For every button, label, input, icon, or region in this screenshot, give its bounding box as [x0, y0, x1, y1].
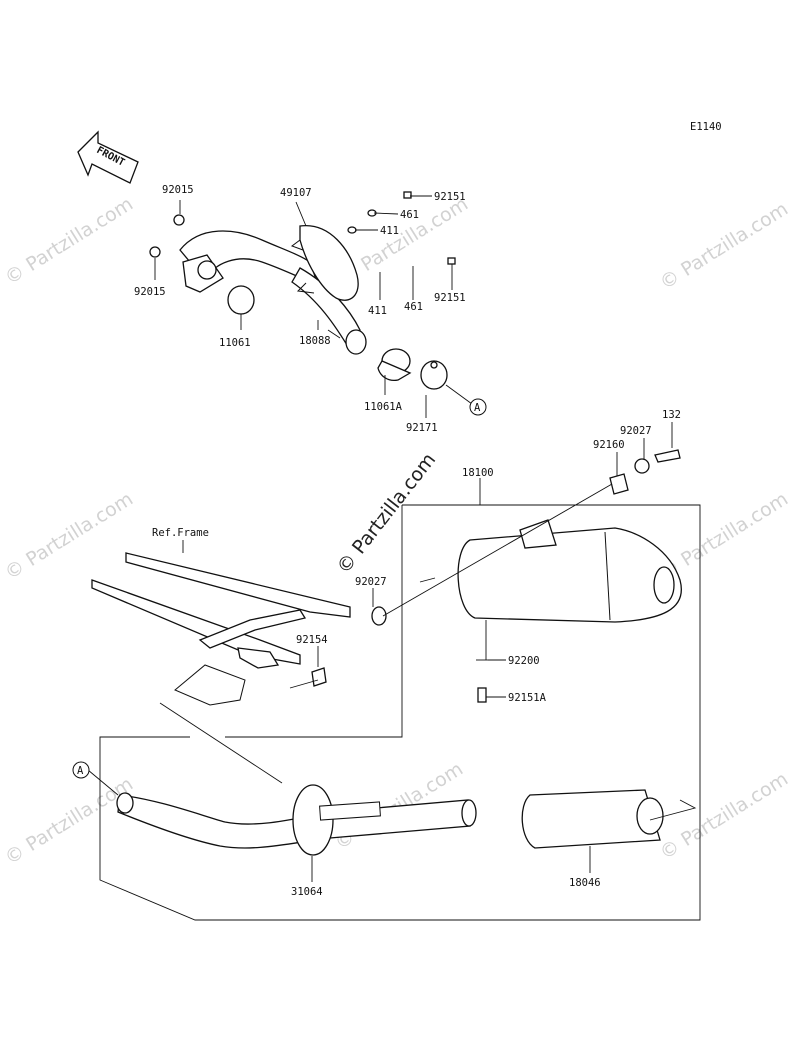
clamp-92171 — [420, 360, 448, 390]
label-ref-frame: Ref.Frame — [152, 527, 209, 539]
label-92015: 92015 — [162, 184, 194, 196]
watermark: © Partzilla.com — [1, 193, 137, 289]
fasteners-mid — [311, 449, 681, 703]
assembly-outline — [225, 505, 403, 738]
watermark: © Partzilla.com — [1, 488, 137, 584]
label-92151: 92151 — [434, 191, 466, 203]
label-132: 132 — [662, 409, 681, 421]
label-411: 411 — [380, 225, 399, 237]
nut-92015 — [173, 214, 185, 226]
part-labels: 92015 92015 11061 49107 92151 461 411 41… — [134, 184, 681, 898]
leaders — [87, 195, 697, 882]
label-11061A: 11061A — [364, 401, 403, 413]
label-461: 461 — [404, 301, 423, 313]
frame-ref — [91, 552, 351, 706]
watermark: © Partzilla.com — [656, 768, 792, 864]
label-92154: 92154 — [296, 634, 328, 646]
silencer-body-18046 — [521, 789, 664, 849]
watermark: © Partzilla.com — [656, 198, 792, 294]
label-31064: 31064 — [291, 886, 323, 898]
watermark: © Partzilla.com — [1, 773, 137, 869]
heat-shield-49107 — [299, 225, 359, 301]
label-18046: 18046 — [569, 877, 601, 889]
label-49107: 49107 — [280, 187, 312, 199]
label-92027: 92027 — [355, 576, 387, 588]
shield-tab — [290, 239, 304, 251]
silencer-18100 — [457, 519, 682, 623]
nut-92015 — [149, 246, 161, 258]
label-92151: 92151 — [434, 292, 466, 304]
watermark: © Partzilla.com — [656, 488, 792, 584]
svg-text:A: A — [77, 765, 84, 777]
exhaust-pipe-31064 — [116, 784, 477, 856]
label-411: 411 — [368, 305, 387, 317]
gasket-11061A — [377, 348, 412, 382]
label-461: 461 — [400, 209, 419, 221]
gasket-11061 — [227, 285, 255, 315]
diagram-code: E1140 — [690, 121, 722, 133]
label-11061: 11061 — [219, 337, 251, 349]
label-18100: 18100 — [462, 467, 494, 479]
ref-a-top: A — [469, 398, 487, 416]
leader — [159, 702, 283, 784]
svg-text:A: A — [474, 402, 481, 414]
label-18088: 18088 — [299, 335, 331, 347]
watermarks: © Partzilla.com © Partzilla.com © Partzi… — [1, 193, 792, 869]
label-92151A: 92151A — [508, 692, 547, 704]
assembly-outline — [99, 504, 701, 921]
ref-a-bottom: A — [72, 761, 90, 779]
label-92160: 92160 — [593, 439, 625, 451]
shield-tab — [296, 282, 315, 294]
label-92171: 92171 — [406, 422, 438, 434]
front-arrow-icon: FRONT — [77, 130, 139, 184]
watermark-center: © Partzilla.com — [333, 449, 441, 578]
label-92015: 92015 — [134, 286, 166, 298]
label-92027: 92027 — [620, 425, 652, 437]
label-92200: 92200 — [508, 655, 540, 667]
